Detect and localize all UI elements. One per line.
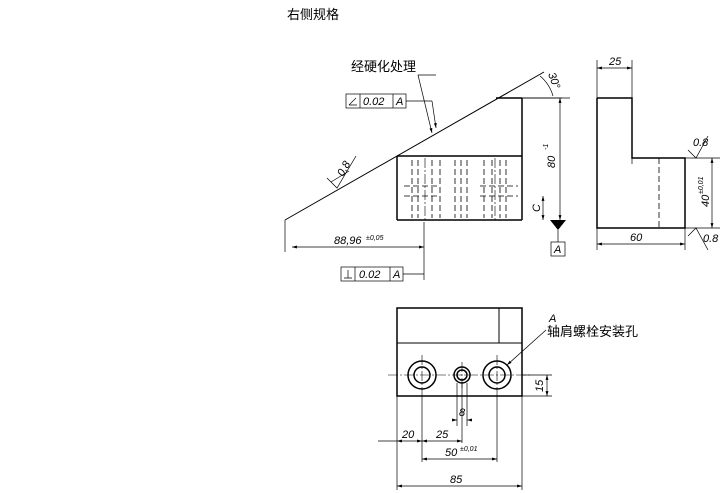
svg-text:A: A (553, 244, 561, 256)
finish-top-value: 0.8 (693, 137, 709, 149)
svg-text:0.8: 0.8 (335, 158, 353, 178)
surface-finish-slope: 0.8 (326, 155, 357, 189)
bolt-hole-label: 轴肩螺栓安装孔 (547, 324, 638, 340)
perpendicularity-frame: 0.02 A (340, 266, 424, 282)
svg-text:0.02: 0.02 (359, 269, 380, 281)
chamfer-dimension: C (531, 196, 545, 220)
hardening-leader (417, 74, 433, 134)
svg-text:±0,01: ±0,01 (698, 176, 705, 194)
perpendicularity-icon (344, 270, 352, 279)
main-length-dimension: 88,96 ±0,05 (284, 220, 425, 280)
dim-15: 15 (534, 379, 546, 392)
angularity-icon (348, 97, 357, 106)
svg-text:A: A (392, 269, 400, 281)
svg-text:0.02: 0.02 (363, 96, 384, 108)
side-height-40: 40 (700, 194, 712, 207)
svg-text:±0,05: ±0,05 (366, 235, 384, 242)
angularity-frame: 0.02 A (345, 93, 437, 129)
angle-dimension: 30° (522, 71, 562, 99)
hidden-holes (404, 158, 518, 220)
svg-text:C: C (531, 204, 543, 212)
height-dimension: 80 -1 (522, 97, 570, 220)
dim-8: 8 (459, 407, 466, 419)
svg-text:80: 80 (546, 155, 558, 168)
slope-edge (284, 71, 545, 221)
bolt-letter: A (548, 313, 556, 325)
svg-text:88,96: 88,96 (334, 235, 362, 247)
front-view: 经硬化处理 0.02 A 0.8 30° 80 (284, 60, 570, 282)
svg-text:30°: 30° (545, 71, 562, 91)
svg-text:A: A (395, 96, 403, 108)
svg-text:-1: -1 (543, 144, 550, 150)
dim-25: 25 (435, 429, 449, 441)
datum-a-symbol: A (550, 220, 566, 257)
finish-top-symbol (687, 135, 709, 159)
dim-85: 85 (450, 474, 463, 486)
svg-text:±0,01: ±0,01 (460, 446, 478, 453)
hardening-label: 经硬化处理 (351, 60, 416, 75)
dim-20: 20 (401, 429, 415, 441)
finish-bottom-value: 0.8 (703, 233, 719, 245)
side-outline (596, 97, 686, 229)
page-title: 右侧规格 (287, 7, 339, 23)
side-width-60: 60 (630, 232, 643, 244)
finish-bottom-symbol (687, 227, 709, 251)
side-width-25: 25 (608, 56, 622, 68)
plan-view: A 轴肩螺栓安装孔 15 8 20 25 50 ±0,01 85 (378, 307, 638, 490)
dim-50: 50 (445, 447, 458, 459)
side-view: 25 40 ±0,01 60 0.8 0.8 (596, 56, 720, 251)
